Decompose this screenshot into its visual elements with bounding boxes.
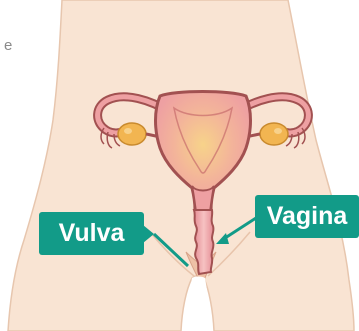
cervix xyxy=(192,186,214,212)
left-ovary xyxy=(118,123,146,145)
vulva-label-text: Vulva xyxy=(59,221,125,246)
vagina-label-text: Vagina xyxy=(267,204,348,229)
vagina-label: Vagina xyxy=(255,195,359,238)
cropped-text: e xyxy=(4,38,13,53)
vulva-label: Vulva xyxy=(39,212,144,255)
right-ovary xyxy=(260,123,288,145)
